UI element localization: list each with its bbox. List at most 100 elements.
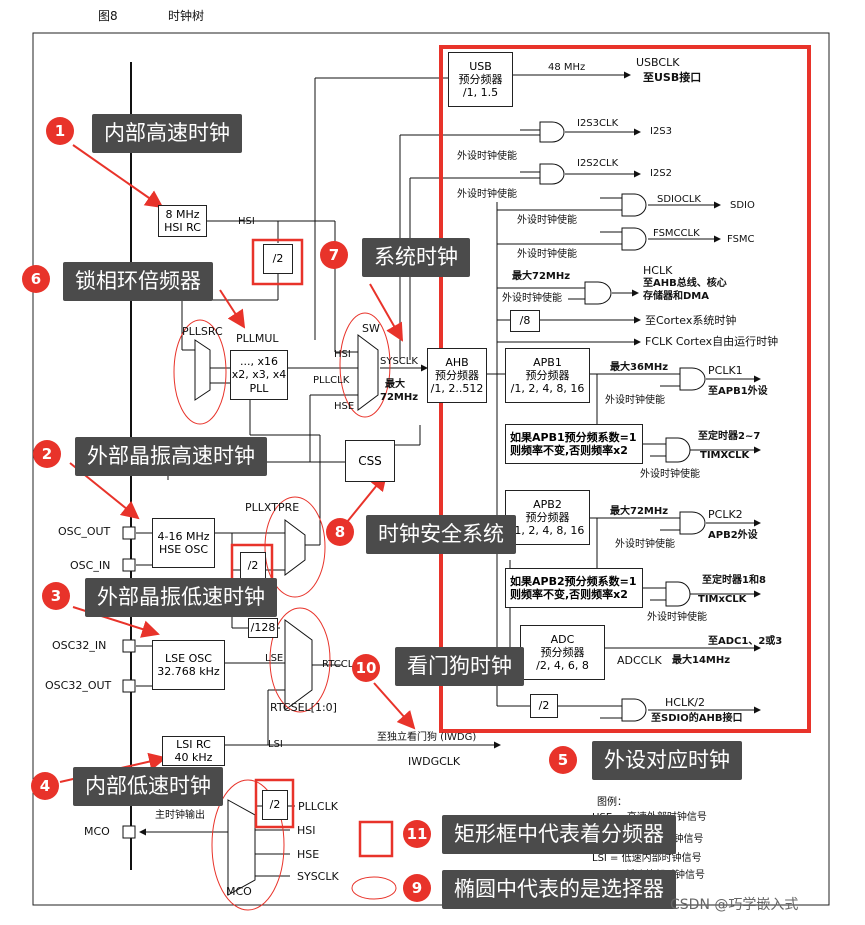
apb1-prescaler-line3: /1, 2, 4, 8, 16	[510, 382, 585, 396]
badge-1: 1	[46, 117, 74, 145]
apb2-periph-label: APB2外设	[708, 530, 758, 541]
ahb-prescaler-line3: /1, 2..512	[430, 382, 484, 396]
sw-label: SW	[362, 322, 380, 335]
sdio-ahb-label: 至SDIO的AHB接口	[651, 713, 743, 724]
mco-pllclk-label: PLLCLK	[298, 800, 338, 813]
sysclk-label: SYSCLK	[380, 356, 418, 367]
apb2-prescaler-line3: /1, 2, 4, 8, 16	[510, 524, 585, 538]
timxclk2-label: TIMxCLK	[698, 594, 747, 605]
apb1-enable-label: 外设时钟使能	[605, 395, 665, 406]
mco-div2-label: /2	[269, 798, 281, 812]
fclk-label: FCLK Cortex自由运行时钟	[645, 335, 779, 348]
hsi-div2-block: /2	[263, 244, 293, 274]
usb-freq-label: 48 MHz	[548, 62, 586, 73]
i2s2-label: I2S2	[650, 168, 673, 179]
timxclk1-label: TIMXCLK	[700, 450, 750, 461]
lsi-rc-freq: 40 kHz	[174, 751, 213, 764]
callout-css: 时钟安全系统	[366, 515, 516, 554]
i2s3clk-label: I2S3CLK	[577, 118, 619, 129]
hclk-max-label: 最大72MHz	[512, 271, 571, 282]
usb-prescaler-line2: 预分频器	[458, 72, 503, 86]
tim2-enable-label: 外设时钟使能	[647, 612, 707, 623]
mco-mux-label: MCO	[226, 885, 252, 898]
adc-prescaler-line3: /2, 4, 6, 8	[536, 659, 589, 673]
mco-div2-block: /2	[262, 790, 288, 820]
figure-number: 图8	[98, 9, 118, 23]
timx-apb2-line2: 则频率不变,否则频率x2	[510, 588, 628, 601]
callout-hsi: 内部高速时钟	[92, 114, 242, 153]
mco-hse-label: HSE	[297, 848, 320, 861]
badge-5: 5	[549, 746, 577, 774]
pclk1-label: PCLK1	[708, 364, 743, 377]
timx-apb2-line1: 如果APB2预分频系数=1	[510, 574, 637, 588]
callout-sysclk: 系统时钟	[362, 238, 470, 277]
hsi-rc-block: 8 MHz HSI RC	[158, 205, 207, 237]
usb-prescaler-line3: /1, 1.5	[462, 86, 499, 100]
callout-lsi: 内部低速时钟	[73, 767, 223, 806]
apb1-prescaler: APB1 预分频器 /1, 2, 4, 8, 16	[505, 348, 590, 403]
pll-block: ..., x16 x2, x3, x4 PLL	[230, 350, 288, 400]
hclk-label: HCLK	[643, 264, 673, 277]
adc-prescaler-line2: 预分频器	[540, 645, 585, 659]
badge-9: 9	[403, 874, 431, 902]
pll-mul-line1: ..., x16	[240, 355, 278, 369]
hsi-line-label: HSI	[238, 216, 255, 227]
osc32-out-pin-label: OSC32_OUT	[45, 679, 112, 692]
adc-prescaler-line1: ADC	[550, 632, 575, 646]
badge-7: 7	[320, 241, 348, 269]
sdioclk-label: SDIOCLK	[657, 194, 701, 205]
badge-4: 4	[31, 772, 59, 800]
apb2-prescaler-line1: APB2	[533, 497, 562, 511]
div2-sdio-label: /2	[538, 699, 550, 713]
apb1-periph-label: 至APB1外设	[708, 386, 768, 397]
sdio-enable-label: 外设时钟使能	[517, 215, 577, 226]
mco-sysclk-label: SYSCLK	[297, 870, 339, 883]
pclk2-label: PCLK2	[708, 508, 743, 521]
timx-apb1-line2: 则频率不变,否则频率x2	[510, 444, 628, 457]
timx-apb1-multiplier: 如果APB1预分频系数=1 则频率不变,否则频率x2	[505, 424, 643, 464]
adc-max-label: 最大14MHz	[672, 655, 731, 666]
lse-osc-freq: 32.768 kHz	[157, 665, 220, 678]
pllsrc-label: PLLSRC	[182, 325, 223, 338]
hclk-desc-line2: 存储器和DMA	[643, 291, 709, 302]
pllmul-label: PLLMUL	[236, 332, 279, 345]
legend-title: 图例：	[597, 797, 627, 808]
ahb-prescaler-line1: AHB	[445, 355, 469, 369]
to-usb-label: 至USB接口	[643, 71, 702, 84]
badge-11: 11	[403, 820, 431, 848]
pllclk-label: PLLCLK	[313, 375, 350, 386]
cortex-systick-label: 至Cortex系统时钟	[645, 314, 737, 327]
div128-label: /128	[250, 621, 276, 635]
lsi-rc-block: LSI RC 40 kHz	[162, 736, 225, 766]
fsmcclk-label: FSMCCLK	[653, 228, 700, 239]
apb1-prescaler-line1: APB1	[533, 355, 562, 369]
badge-6: 6	[22, 265, 50, 293]
i2s3-label: I2S3	[650, 126, 673, 137]
tim27-label: 至定时器2~7	[698, 431, 761, 442]
tim18-label: 至定时器1和8	[702, 575, 766, 586]
callout-iwdg: 看门狗时钟	[395, 647, 524, 686]
watermark: CSDN @巧学嵌入式	[670, 897, 799, 913]
legend-lsi: LSI = 低速内部时钟信号	[592, 853, 702, 864]
iwdg-dest-label: 至独立看门狗 (IWDG)	[377, 732, 477, 743]
osc32-in-pin-label: OSC32_IN	[52, 639, 107, 652]
hse-div2-block: /2	[240, 552, 266, 580]
tim1-enable-label: 外设时钟使能	[640, 469, 700, 480]
fsmc-label: FSMC	[727, 234, 755, 245]
lse-osc-block: LSE OSC 32.768 kHz	[152, 640, 225, 690]
pll-name: PLL	[249, 381, 269, 395]
sdio-label: SDIO	[730, 200, 755, 211]
osc-in-pin-label: OSC_IN	[70, 559, 111, 572]
callout-pll: 锁相环倍频器	[63, 262, 213, 301]
fsmc-enable-label: 外设时钟使能	[517, 249, 577, 260]
hsi-div2-label: /2	[272, 252, 284, 266]
css-block: CSS	[345, 440, 395, 482]
badge-2: 2	[33, 440, 61, 468]
hsi-rc-name: HSI RC	[164, 221, 201, 234]
apb2-enable-label: 外设时钟使能	[615, 539, 675, 550]
callout-hse: 外部晶振高速时钟	[75, 437, 267, 476]
css-label: CSS	[358, 453, 382, 468]
badge-10: 10	[352, 654, 380, 682]
callout-mux: 椭圆中代表的是选择器	[442, 870, 676, 909]
iwdgclk-label: IWDGCLK	[408, 755, 461, 768]
